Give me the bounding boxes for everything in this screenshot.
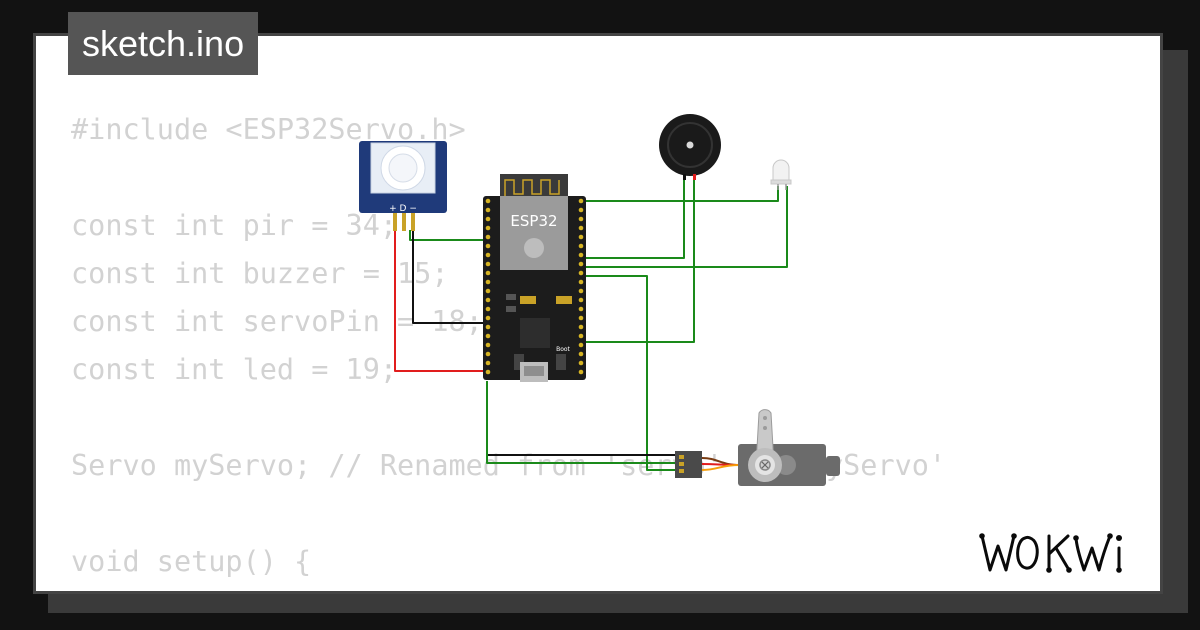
- code-preview: #include <ESP32Servo.h> const int pir = 3…: [71, 106, 946, 591]
- wire-servo-vcc: [486, 381, 676, 464]
- wire-led-cathode: [583, 186, 788, 268]
- code-line: #include <ESP32Servo.h>: [71, 113, 466, 146]
- code-line: const int buzzer = 15;: [71, 257, 449, 290]
- esp32-board[interactable]: ESP32 Boot: [483, 174, 586, 382]
- wire-pir-gnd: [412, 230, 487, 324]
- wire-led-anode: [583, 186, 779, 202]
- buzzer[interactable]: [659, 114, 721, 180]
- wire-pir-vcc: [394, 230, 487, 372]
- file-tab[interactable]: sketch.ino: [68, 12, 259, 75]
- pir-sensor[interactable]: + D −: [359, 141, 447, 231]
- boot-label: Boot: [556, 346, 570, 353]
- wokwi-logo: [979, 533, 1122, 573]
- preview-card: #include <ESP32Servo.h> const int pir = 3…: [33, 33, 1163, 594]
- code-line: const int pir = 34;: [71, 209, 398, 242]
- wire-buzzer-pos: [583, 177, 695, 343]
- left-header-pins: [485, 198, 491, 375]
- code-line: const int led = 19;: [71, 353, 398, 386]
- servo-motor[interactable]: [675, 409, 840, 486]
- code-line: const int servoPin = 18;: [71, 305, 483, 338]
- board-label: ESP32: [510, 212, 557, 230]
- led[interactable]: [770, 159, 792, 190]
- wire-pir-signal: [409, 230, 487, 241]
- code-line: void setup() {: [71, 545, 312, 578]
- pir-pin-labels: + D −: [389, 204, 417, 214]
- right-header-pins: [578, 198, 584, 375]
- wire-buzzer-neg: [583, 177, 685, 259]
- wire-servo-signal: [583, 275, 676, 471]
- wires: [394, 177, 788, 471]
